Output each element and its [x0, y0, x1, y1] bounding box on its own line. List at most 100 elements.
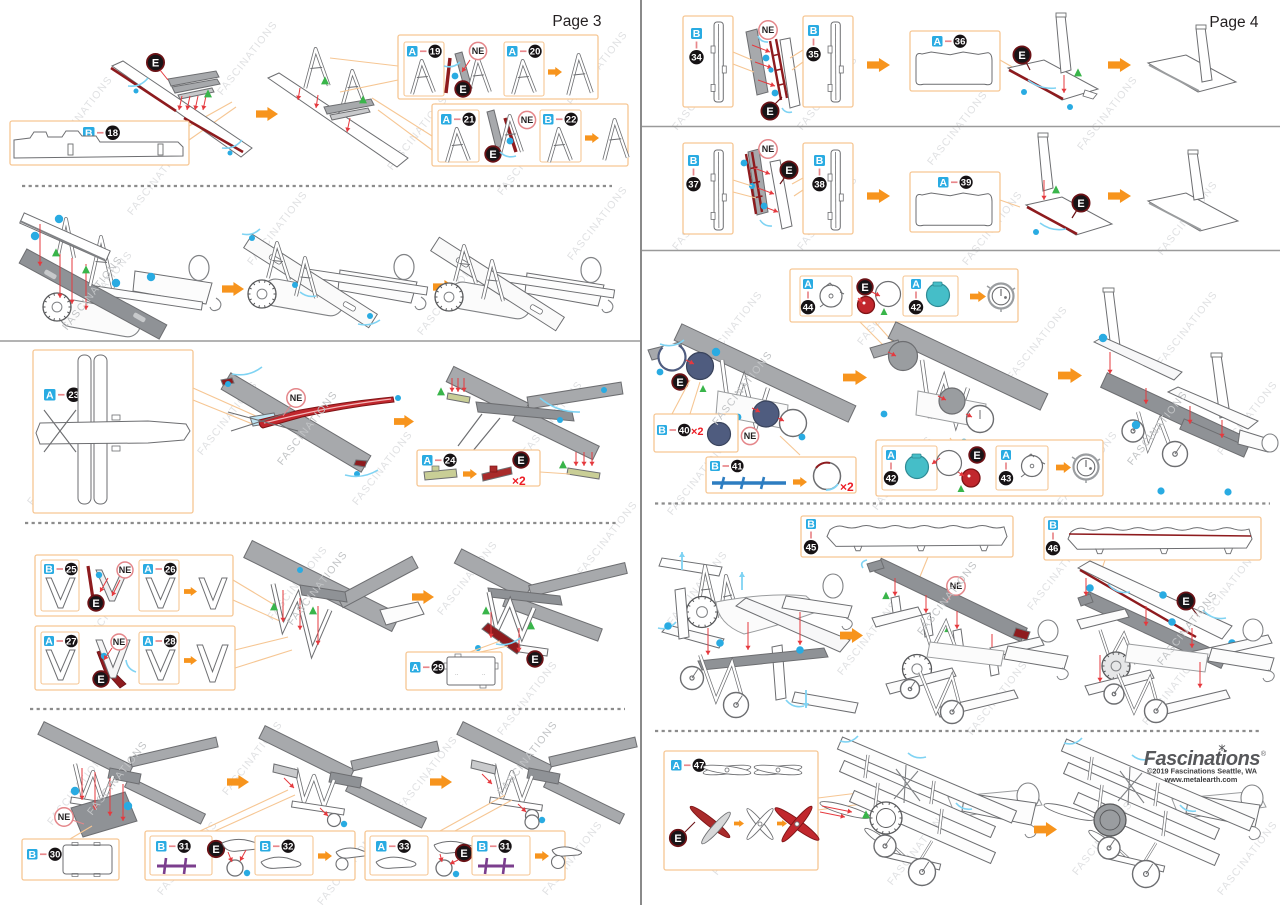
svg-text:Page 3: Page 3 — [552, 13, 601, 30]
svg-text:©2019 Fascinations Seattle, WA: ©2019 Fascinations Seattle, WA — [1147, 767, 1258, 776]
svg-text:A: A — [939, 177, 947, 189]
svg-text:B: B — [544, 114, 552, 126]
svg-text:B: B — [85, 127, 93, 139]
svg-text:A: A — [1002, 450, 1010, 462]
svg-text:E: E — [1077, 198, 1084, 210]
svg-text:B: B — [261, 841, 269, 853]
svg-text:37: 37 — [688, 180, 699, 191]
svg-text:47: 47 — [694, 761, 705, 772]
svg-text:×2: ×2 — [691, 426, 704, 438]
svg-text:B: B — [45, 564, 53, 576]
svg-text:E: E — [97, 674, 104, 686]
svg-text:43: 43 — [1001, 474, 1012, 485]
svg-text:41: 41 — [732, 461, 743, 472]
svg-text:23: 23 — [68, 390, 79, 401]
svg-text:NE: NE — [521, 115, 534, 125]
svg-text:18: 18 — [107, 128, 118, 139]
svg-text:A: A — [887, 450, 895, 462]
svg-text:··: ·· — [455, 672, 459, 678]
svg-text:32: 32 — [283, 842, 294, 853]
svg-text:38: 38 — [814, 180, 825, 191]
svg-text:Fascinations: Fascinations — [1144, 748, 1261, 770]
svg-text:A: A — [408, 46, 416, 58]
svg-text:42: 42 — [886, 474, 897, 485]
svg-text:29: 29 — [433, 663, 444, 674]
svg-text:25: 25 — [66, 564, 77, 575]
svg-text:E: E — [785, 165, 792, 177]
svg-text:22: 22 — [566, 115, 577, 126]
svg-text:NE: NE — [58, 812, 71, 822]
svg-text:24: 24 — [445, 456, 456, 467]
svg-text:A: A — [411, 662, 419, 674]
svg-text:44: 44 — [803, 303, 814, 314]
svg-text:B: B — [810, 25, 818, 37]
svg-text:B: B — [1049, 520, 1057, 532]
svg-text:20: 20 — [530, 47, 541, 58]
svg-text:E: E — [152, 58, 159, 70]
svg-text:B: B — [658, 425, 666, 437]
svg-text:NE: NE — [762, 144, 775, 154]
svg-text:A: A — [144, 564, 152, 576]
svg-text:A: A — [423, 455, 431, 467]
svg-text:A: A — [508, 46, 516, 58]
svg-text:E: E — [1018, 50, 1025, 62]
svg-text:E: E — [676, 377, 683, 389]
svg-text:E: E — [861, 282, 868, 294]
svg-text:B: B — [478, 841, 486, 853]
svg-text:NE: NE — [744, 431, 757, 441]
svg-text:www.metalearth.com: www.metalearth.com — [1164, 775, 1238, 784]
svg-text:E: E — [212, 844, 219, 856]
svg-text:E: E — [674, 833, 681, 845]
svg-text:A: A — [442, 114, 450, 126]
svg-text:A: A — [804, 279, 812, 291]
svg-text:NE: NE — [472, 46, 485, 56]
svg-text:E: E — [459, 84, 466, 96]
svg-text:A: A — [672, 760, 680, 772]
svg-text:30: 30 — [50, 850, 61, 861]
svg-text:31: 31 — [500, 842, 511, 853]
svg-text:40: 40 — [679, 425, 690, 436]
svg-text:E: E — [460, 848, 467, 860]
svg-text:E: E — [973, 450, 980, 462]
svg-text:A: A — [46, 389, 54, 401]
svg-text:31: 31 — [179, 842, 190, 853]
svg-text:19: 19 — [430, 47, 441, 58]
svg-text:45: 45 — [806, 543, 817, 554]
svg-text:B: B — [693, 28, 701, 40]
svg-text:34: 34 — [691, 53, 702, 64]
svg-text:B: B — [807, 519, 815, 531]
svg-text:46: 46 — [1048, 544, 1059, 555]
svg-text:B: B — [816, 155, 824, 167]
svg-text:E: E — [489, 149, 496, 161]
svg-text:E: E — [517, 455, 524, 467]
svg-text:B: B — [157, 841, 165, 853]
svg-text:··: ·· — [482, 672, 486, 678]
svg-text:21: 21 — [464, 115, 475, 126]
svg-text:A: A — [144, 636, 152, 648]
svg-text:B: B — [690, 155, 698, 167]
svg-text:E: E — [531, 654, 538, 666]
svg-text:B: B — [711, 461, 719, 473]
svg-text:A: A — [377, 841, 385, 853]
svg-text:×2: ×2 — [840, 480, 854, 494]
svg-text:A: A — [933, 36, 941, 48]
svg-text:A: A — [45, 636, 53, 648]
svg-text:36: 36 — [955, 37, 966, 48]
svg-text:NE: NE — [290, 393, 303, 403]
svg-text:NE: NE — [119, 565, 132, 575]
svg-text:NE: NE — [113, 637, 126, 647]
svg-text:A: A — [912, 279, 920, 291]
svg-text:42: 42 — [911, 303, 922, 314]
svg-text:35: 35 — [808, 50, 819, 61]
svg-text:B: B — [28, 849, 36, 861]
svg-text:®: ® — [1261, 750, 1267, 758]
svg-text:E: E — [766, 106, 773, 118]
svg-text:×2: ×2 — [512, 474, 526, 488]
svg-text:26: 26 — [165, 564, 176, 575]
svg-text:27: 27 — [66, 636, 77, 647]
svg-text:33: 33 — [399, 842, 410, 853]
svg-text:28: 28 — [165, 636, 176, 647]
svg-text:E: E — [1182, 596, 1189, 608]
svg-text:NE: NE — [950, 581, 963, 591]
svg-text:39: 39 — [961, 178, 972, 189]
